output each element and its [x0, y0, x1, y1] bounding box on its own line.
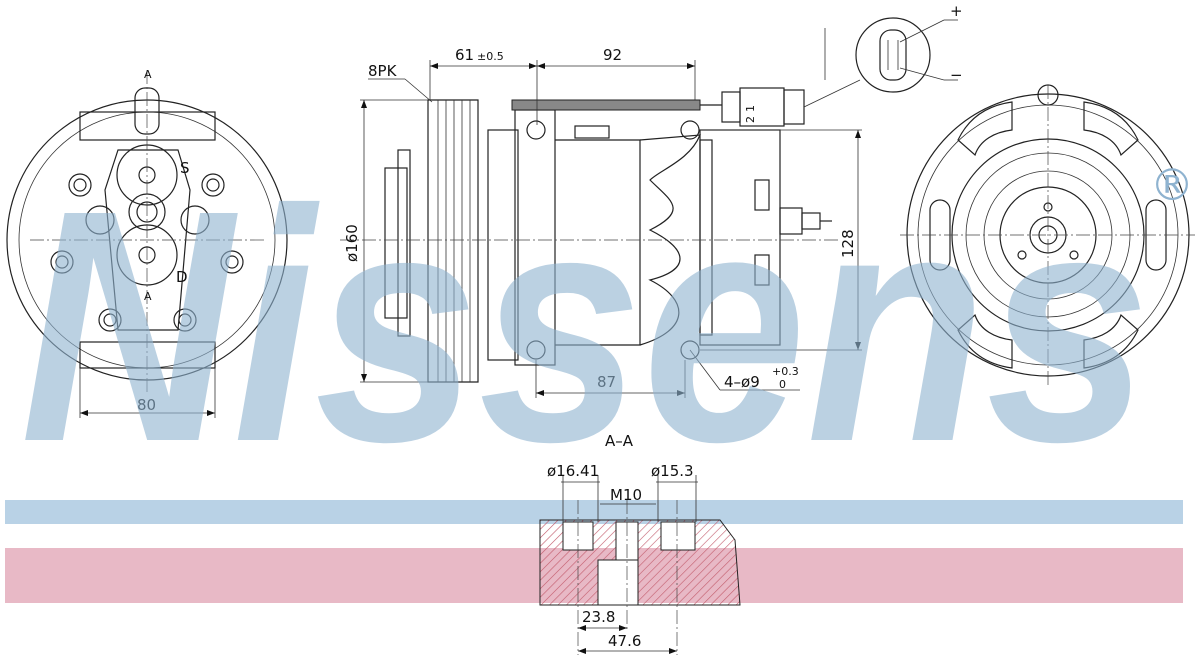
dim-61: 61 — [455, 46, 474, 64]
registered-mark: ® — [1150, 160, 1194, 211]
port-d-label: D — [176, 268, 188, 286]
minus-label: − — [950, 66, 963, 84]
thread-label: M10 — [610, 486, 642, 504]
dim-92: 92 — [603, 46, 622, 64]
rear-view — [6, 70, 288, 418]
section-view — [539, 475, 741, 655]
section-title: A–A — [605, 432, 634, 450]
dim-128: 128 — [839, 229, 857, 258]
pin-1-label: 1 — [744, 105, 757, 112]
section-mark-top: A — [144, 68, 152, 81]
front-view — [900, 84, 1195, 385]
dim-87: 87 — [597, 373, 616, 391]
side-view — [340, 60, 862, 398]
dia-16-label: ø16.41 — [547, 462, 599, 480]
plus-label: + — [950, 2, 963, 20]
dim-160: ø160 — [343, 224, 361, 262]
dia-15-label: ø15.3 — [651, 462, 694, 480]
belt-label: 8PK — [368, 62, 398, 80]
holes-tol-lower: 0 — [779, 378, 786, 391]
port-s-label: S — [180, 159, 190, 177]
connector-callout — [824, 17, 958, 93]
holes-label: 4–ø9 — [724, 373, 760, 391]
dim-47-label: 47.6 — [608, 632, 641, 650]
wire-sleeve — [511, 99, 701, 111]
dim-23-label: 23.8 — [582, 608, 615, 626]
holes-tol-upper: +0.3 — [772, 365, 799, 378]
section-mark-bottom: A — [144, 290, 152, 303]
watermark-text: Nissens — [20, 141, 1150, 510]
dim-61-tol: ±0.5 — [477, 50, 504, 63]
dim-80: 80 — [137, 396, 156, 414]
pin-2-label: 2 — [744, 116, 757, 123]
